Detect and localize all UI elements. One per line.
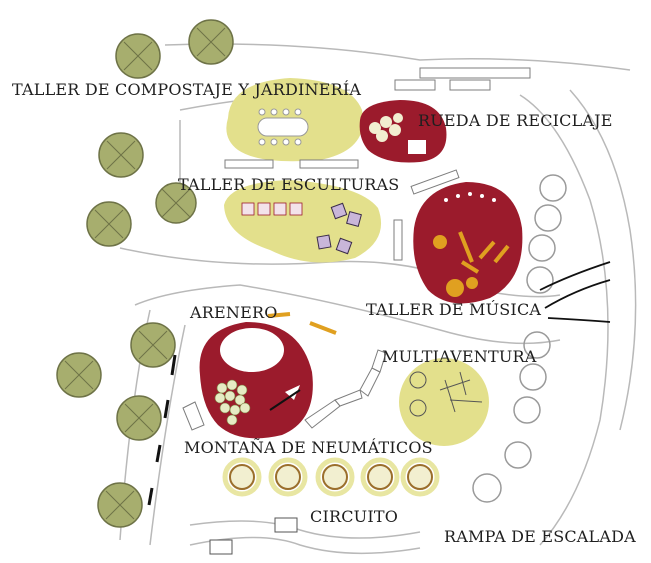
middle-path-upper <box>119 247 561 298</box>
sculpture-area <box>224 180 382 263</box>
circuit-path <box>189 520 421 539</box>
label-tire-mountain: MONTAÑA DE NEUMÁTICOS <box>184 438 433 457</box>
pathways <box>119 43 637 555</box>
outline-trees <box>472 174 567 503</box>
climbing-lines <box>539 261 611 323</box>
fences <box>224 67 531 261</box>
multiadventure-shape <box>399 358 489 446</box>
label-multiadventure: MULTIAVENTURA <box>382 347 537 366</box>
label-sandbox: ARENERO <box>190 303 278 322</box>
multiadventure-area <box>399 358 489 446</box>
label-sculpture-workshop: TALLER DE ESCULTURAS <box>178 175 400 194</box>
label-climbing-ramp: RAMPA DE ESCALADA <box>444 527 636 546</box>
label-music-workshop: TALLER DE MÚSICA <box>366 300 542 319</box>
compost-garden <box>226 78 364 162</box>
circuit-path-2 <box>189 536 421 555</box>
label-circuit: CIRCUITO <box>310 507 399 526</box>
west-bollards <box>147 354 177 506</box>
north-path <box>164 43 631 71</box>
sandbox-area <box>199 322 313 439</box>
west-boundary-b <box>149 324 186 546</box>
label-recycling-wheel: RUEDA DE RECICLAJE <box>418 111 613 130</box>
tree-crosses <box>64 27 226 520</box>
label-compost-workshop: TALLER DE COMPOSTAJE Y JARDINERÍA <box>12 80 362 99</box>
sandbox-rails <box>267 312 337 335</box>
music-shape <box>413 182 523 304</box>
middle-path-lower <box>134 284 561 345</box>
recycle-area <box>359 100 447 163</box>
compost-table <box>257 117 309 137</box>
zigzag-track <box>182 349 387 431</box>
east-edge <box>519 94 609 546</box>
tire-row <box>229 464 433 490</box>
tire-halo <box>222 457 440 497</box>
music-area <box>413 182 523 304</box>
circuit-boxes <box>209 517 298 555</box>
east-edge-outer <box>569 89 637 431</box>
